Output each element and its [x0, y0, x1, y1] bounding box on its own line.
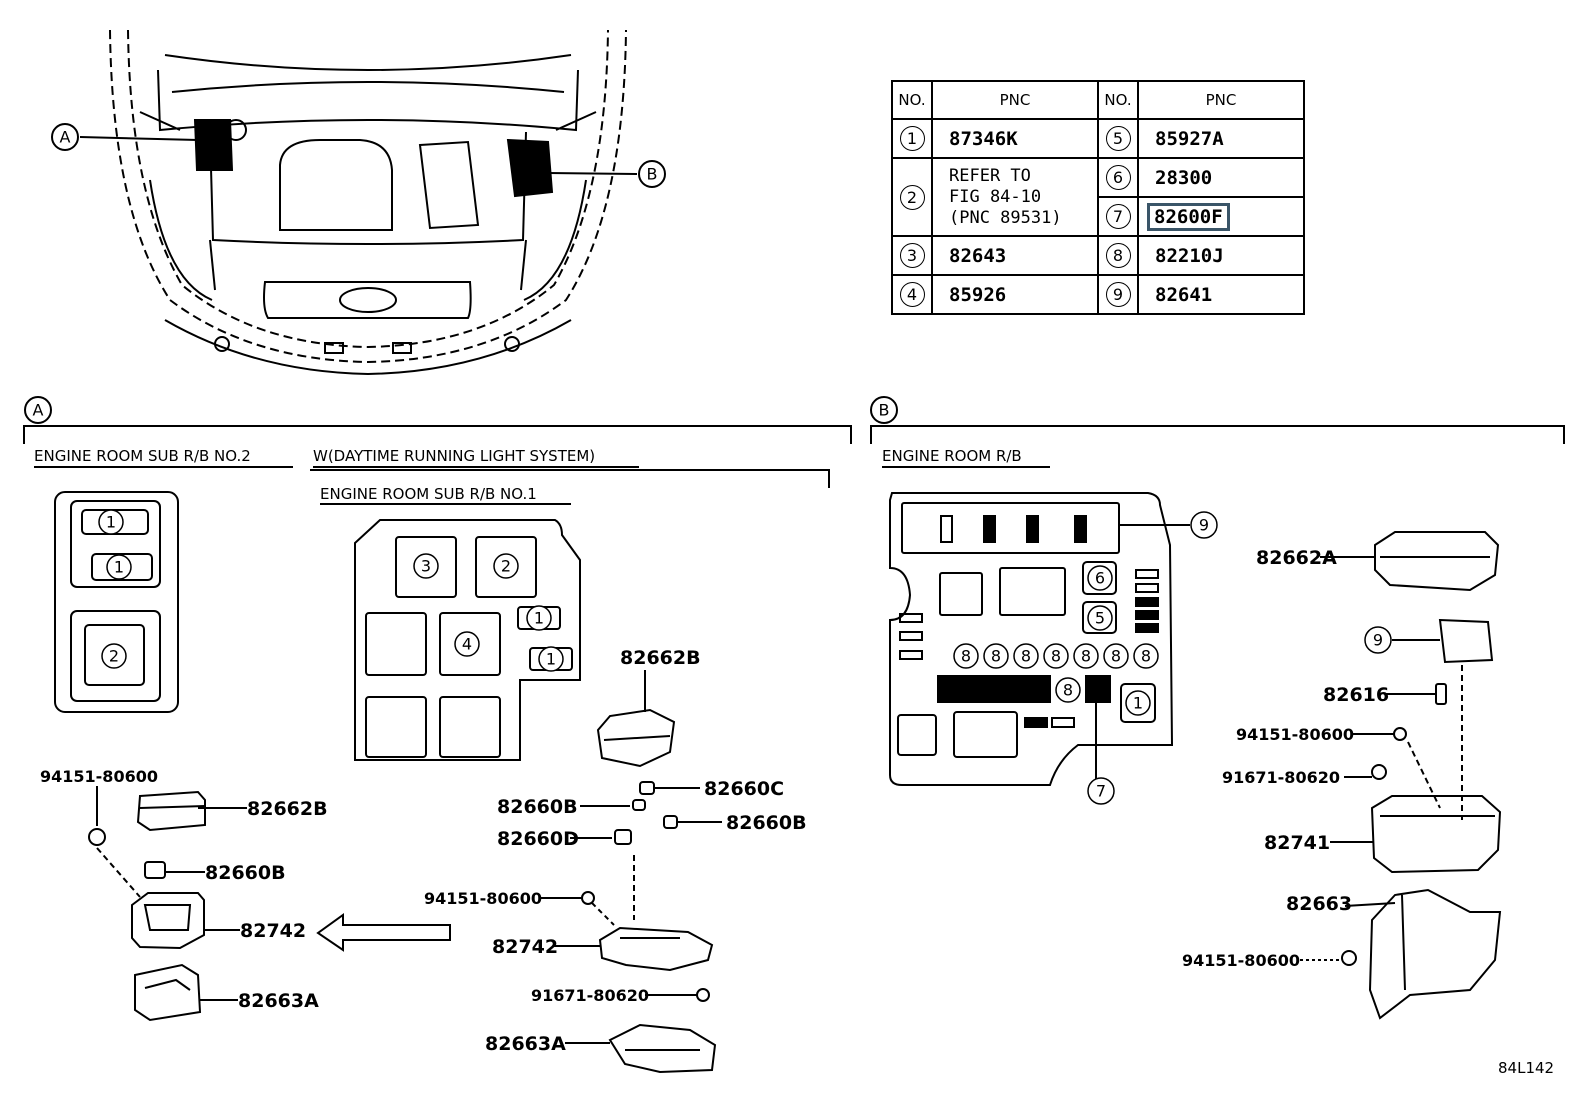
part-label: 82741 — [1264, 832, 1330, 854]
part-label: 82662B — [247, 798, 328, 820]
pnc-value: 85927A — [1137, 118, 1305, 159]
row-number: 9 — [1105, 282, 1131, 307]
callout-1: 1 — [1133, 694, 1143, 713]
pnc-value: 82643 — [931, 235, 1099, 276]
callout-6: 6 — [1095, 569, 1105, 588]
row-number: 5 — [1105, 126, 1131, 151]
section-sub-rb-no2: ENGINE ROOM SUB R/B NO.2 — [34, 447, 251, 465]
pnc-value: 82210J — [1137, 235, 1305, 276]
part-label: 82660B — [205, 862, 286, 884]
part-label: 82660B — [497, 796, 578, 818]
section-drl: W(DAYTIME RUNNING LIGHT SYSTEM) — [313, 447, 595, 465]
section-a-marker: A — [33, 401, 44, 420]
callout-3: 3 — [421, 557, 431, 576]
pnc-value: 82641 — [1137, 274, 1305, 315]
vehicle-illustration — [109, 29, 627, 376]
callout-8: 8 — [1081, 647, 1091, 666]
callout-4: 4 — [462, 635, 472, 654]
pnc-value: 87346K — [931, 118, 1099, 159]
part-label: 82660D — [497, 828, 579, 850]
row-number: 2 — [899, 184, 925, 210]
header-pnc: PNC — [931, 80, 1099, 120]
callout-1: 1 — [546, 650, 556, 669]
callout-2: 2 — [109, 647, 119, 666]
pnc-table: NO. PNC NO. PNC 1 87346K 5 85927A 2 REFE… — [891, 80, 1305, 315]
callout-1: 1 — [106, 513, 116, 532]
callout-2: 2 — [501, 557, 511, 576]
part-label: 91671-80620 — [1222, 768, 1340, 787]
callout-8: 8 — [1063, 681, 1073, 700]
marker-b-top: B — [647, 165, 658, 184]
part-label: 82663 — [1286, 893, 1352, 915]
part-label: 82662B — [620, 647, 701, 669]
section-sub-rb-no1: ENGINE ROOM SUB R/B NO.1 — [320, 485, 537, 503]
header-no: NO. — [1097, 80, 1139, 120]
pnc-refer: REFER TO FIG 84-10 (PNC 89531) — [931, 157, 1099, 237]
callout-8: 8 — [1141, 647, 1151, 666]
part-label: 94151-80600 — [1182, 951, 1300, 970]
part-label: 94151-80600 — [424, 889, 542, 908]
callout-9: 9 — [1199, 516, 1209, 535]
table-row: 2 REFER TO FIG 84-10 (PNC 89531) 6 28300 — [891, 157, 1305, 237]
pnc-value-selected[interactable]: 82600F — [1147, 202, 1230, 231]
part-label: 82663A — [238, 990, 319, 1012]
header-no: NO. — [891, 80, 933, 120]
part-label: 94151-80600 — [40, 767, 158, 786]
row-number: 4 — [899, 282, 925, 307]
row-number: 1 — [899, 126, 925, 151]
table-row: 1 87346K 5 85927A — [891, 118, 1305, 159]
callout-1: 1 — [534, 609, 544, 628]
row-number: 8 — [1105, 243, 1131, 268]
pnc-refer-line: REFER TO — [949, 165, 1031, 186]
callout-7: 7 — [1096, 782, 1106, 801]
pnc-refer-line: FIG 84-10 — [949, 186, 1042, 207]
section-engine-room-rb: ENGINE ROOM R/B — [882, 447, 1022, 465]
section-b-marker: B — [879, 401, 890, 420]
pnc-value: 28300 — [1137, 157, 1305, 198]
callout-8: 8 — [1051, 647, 1061, 666]
row-number: 7 — [1105, 204, 1131, 229]
table-row: 3 82643 8 82210J — [891, 235, 1305, 276]
callout-8: 8 — [1111, 647, 1121, 666]
part-label: 82616 — [1323, 684, 1389, 706]
pnc-refer-line: (PNC 89531) — [949, 207, 1062, 228]
part-label: 82660B — [726, 812, 807, 834]
figure-code: 84L142 — [1498, 1059, 1554, 1077]
part-label: 91671-80620 — [531, 986, 649, 1005]
row-number: 6 — [1105, 165, 1131, 190]
marker-a-top: A — [60, 128, 71, 147]
callout-9: 9 — [1373, 631, 1383, 650]
part-label: 82742 — [492, 936, 558, 958]
part-label: 82662A — [1256, 547, 1337, 569]
table-header-row: NO. PNC NO. PNC — [891, 80, 1305, 120]
header-pnc: PNC — [1137, 80, 1305, 120]
pnc-value: 85926 — [931, 274, 1099, 315]
callout-8: 8 — [1021, 647, 1031, 666]
table-row: 4 85926 9 82641 — [891, 274, 1305, 315]
table-row: 7 82600F — [892, 196, 1305, 237]
callout-8: 8 — [991, 647, 1001, 666]
part-label: 94151-80600 — [1236, 725, 1354, 744]
callout-8: 8 — [961, 647, 971, 666]
callout-1: 1 — [114, 558, 124, 577]
row-number: 3 — [899, 243, 925, 268]
part-label: 82660C — [704, 778, 784, 800]
part-label: 82742 — [240, 920, 306, 942]
callout-5: 5 — [1095, 609, 1105, 628]
part-label: 82663A — [485, 1033, 566, 1055]
